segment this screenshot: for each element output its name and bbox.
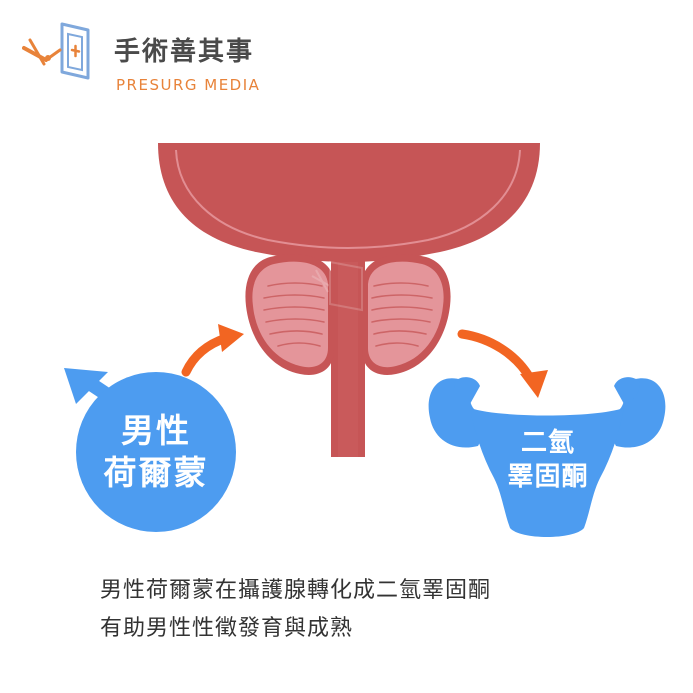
prostate-right-lobe [362, 254, 451, 375]
bladder [158, 143, 540, 262]
male-symbol-icon [64, 368, 236, 532]
logo-book-icon [22, 22, 90, 80]
logo-watermark-icon [311, 260, 363, 312]
male-hormone-label: 男性 荷爾蒙 [88, 410, 224, 494]
dht-line-2: 睪固酮 [507, 462, 589, 492]
urethra [331, 245, 365, 457]
dht-line-1: 二氫 [520, 428, 575, 458]
brand-logo: 手術善其事 PRESURG MEDIA [22, 20, 259, 94]
prostate-left-lobe [245, 254, 334, 375]
caption-line-1: 男性荷爾蒙在攝護腺轉化成二氫睪固酮 [100, 578, 492, 603]
brand-name-cn: 手術善其事 [114, 37, 255, 67]
brand-name-en: PRESURG MEDIA [116, 76, 261, 94]
arrow-to-dht [457, 329, 548, 398]
male-hormone-line-2: 荷爾蒙 [103, 453, 209, 492]
male-hormone-line-1: 男性 [121, 411, 191, 450]
caption-line-2: 有助男性性徵發育與成熟 [100, 616, 354, 641]
muscle-torso-icon [428, 377, 666, 537]
dht-label: 二氫 睪固酮 [480, 426, 616, 494]
caption: 男性荷爾蒙在攝護腺轉化成二氫睪固酮 有助男性性徵發育與成熟 [100, 572, 660, 648]
arrow-to-prostate [181, 324, 244, 377]
